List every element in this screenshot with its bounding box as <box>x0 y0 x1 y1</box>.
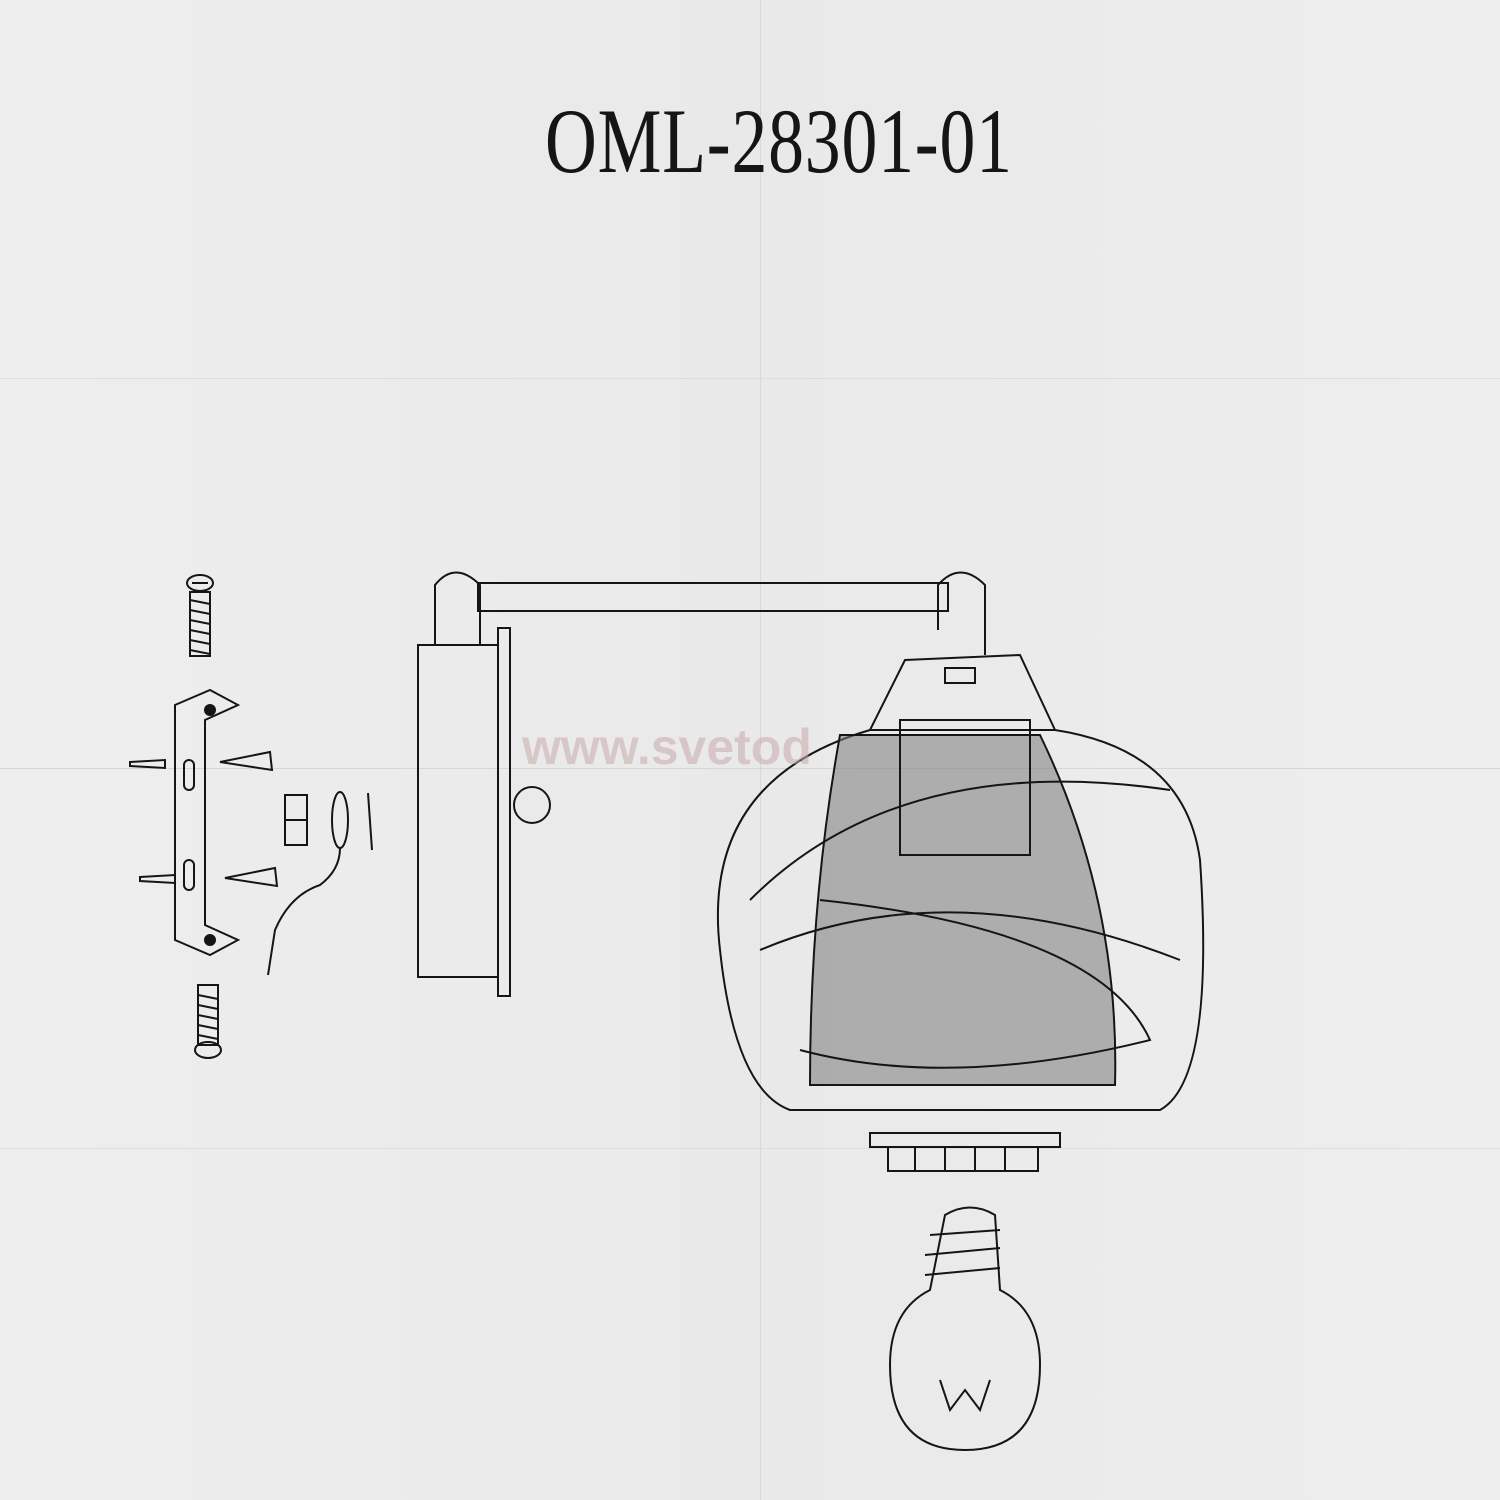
screw-bottom <box>194 984 222 1059</box>
fold-line <box>760 0 761 1500</box>
mounting-bracket <box>174 688 241 957</box>
socket-ring <box>869 1132 1061 1172</box>
light-bulb <box>888 1206 1042 1452</box>
glass-shade <box>716 653 1205 1111</box>
wall-anchors <box>129 750 279 888</box>
screw-top <box>186 574 214 657</box>
model-number-title: OML-28301-01 <box>545 90 1013 192</box>
wall-backplate <box>417 627 551 997</box>
lamp-arm <box>434 571 986 655</box>
fold-line <box>0 768 1500 769</box>
fold-line <box>0 378 1500 379</box>
fold-line <box>0 1148 1500 1149</box>
watermark: www.svetod <box>522 719 812 775</box>
nut-and-ground-wire <box>267 791 373 976</box>
